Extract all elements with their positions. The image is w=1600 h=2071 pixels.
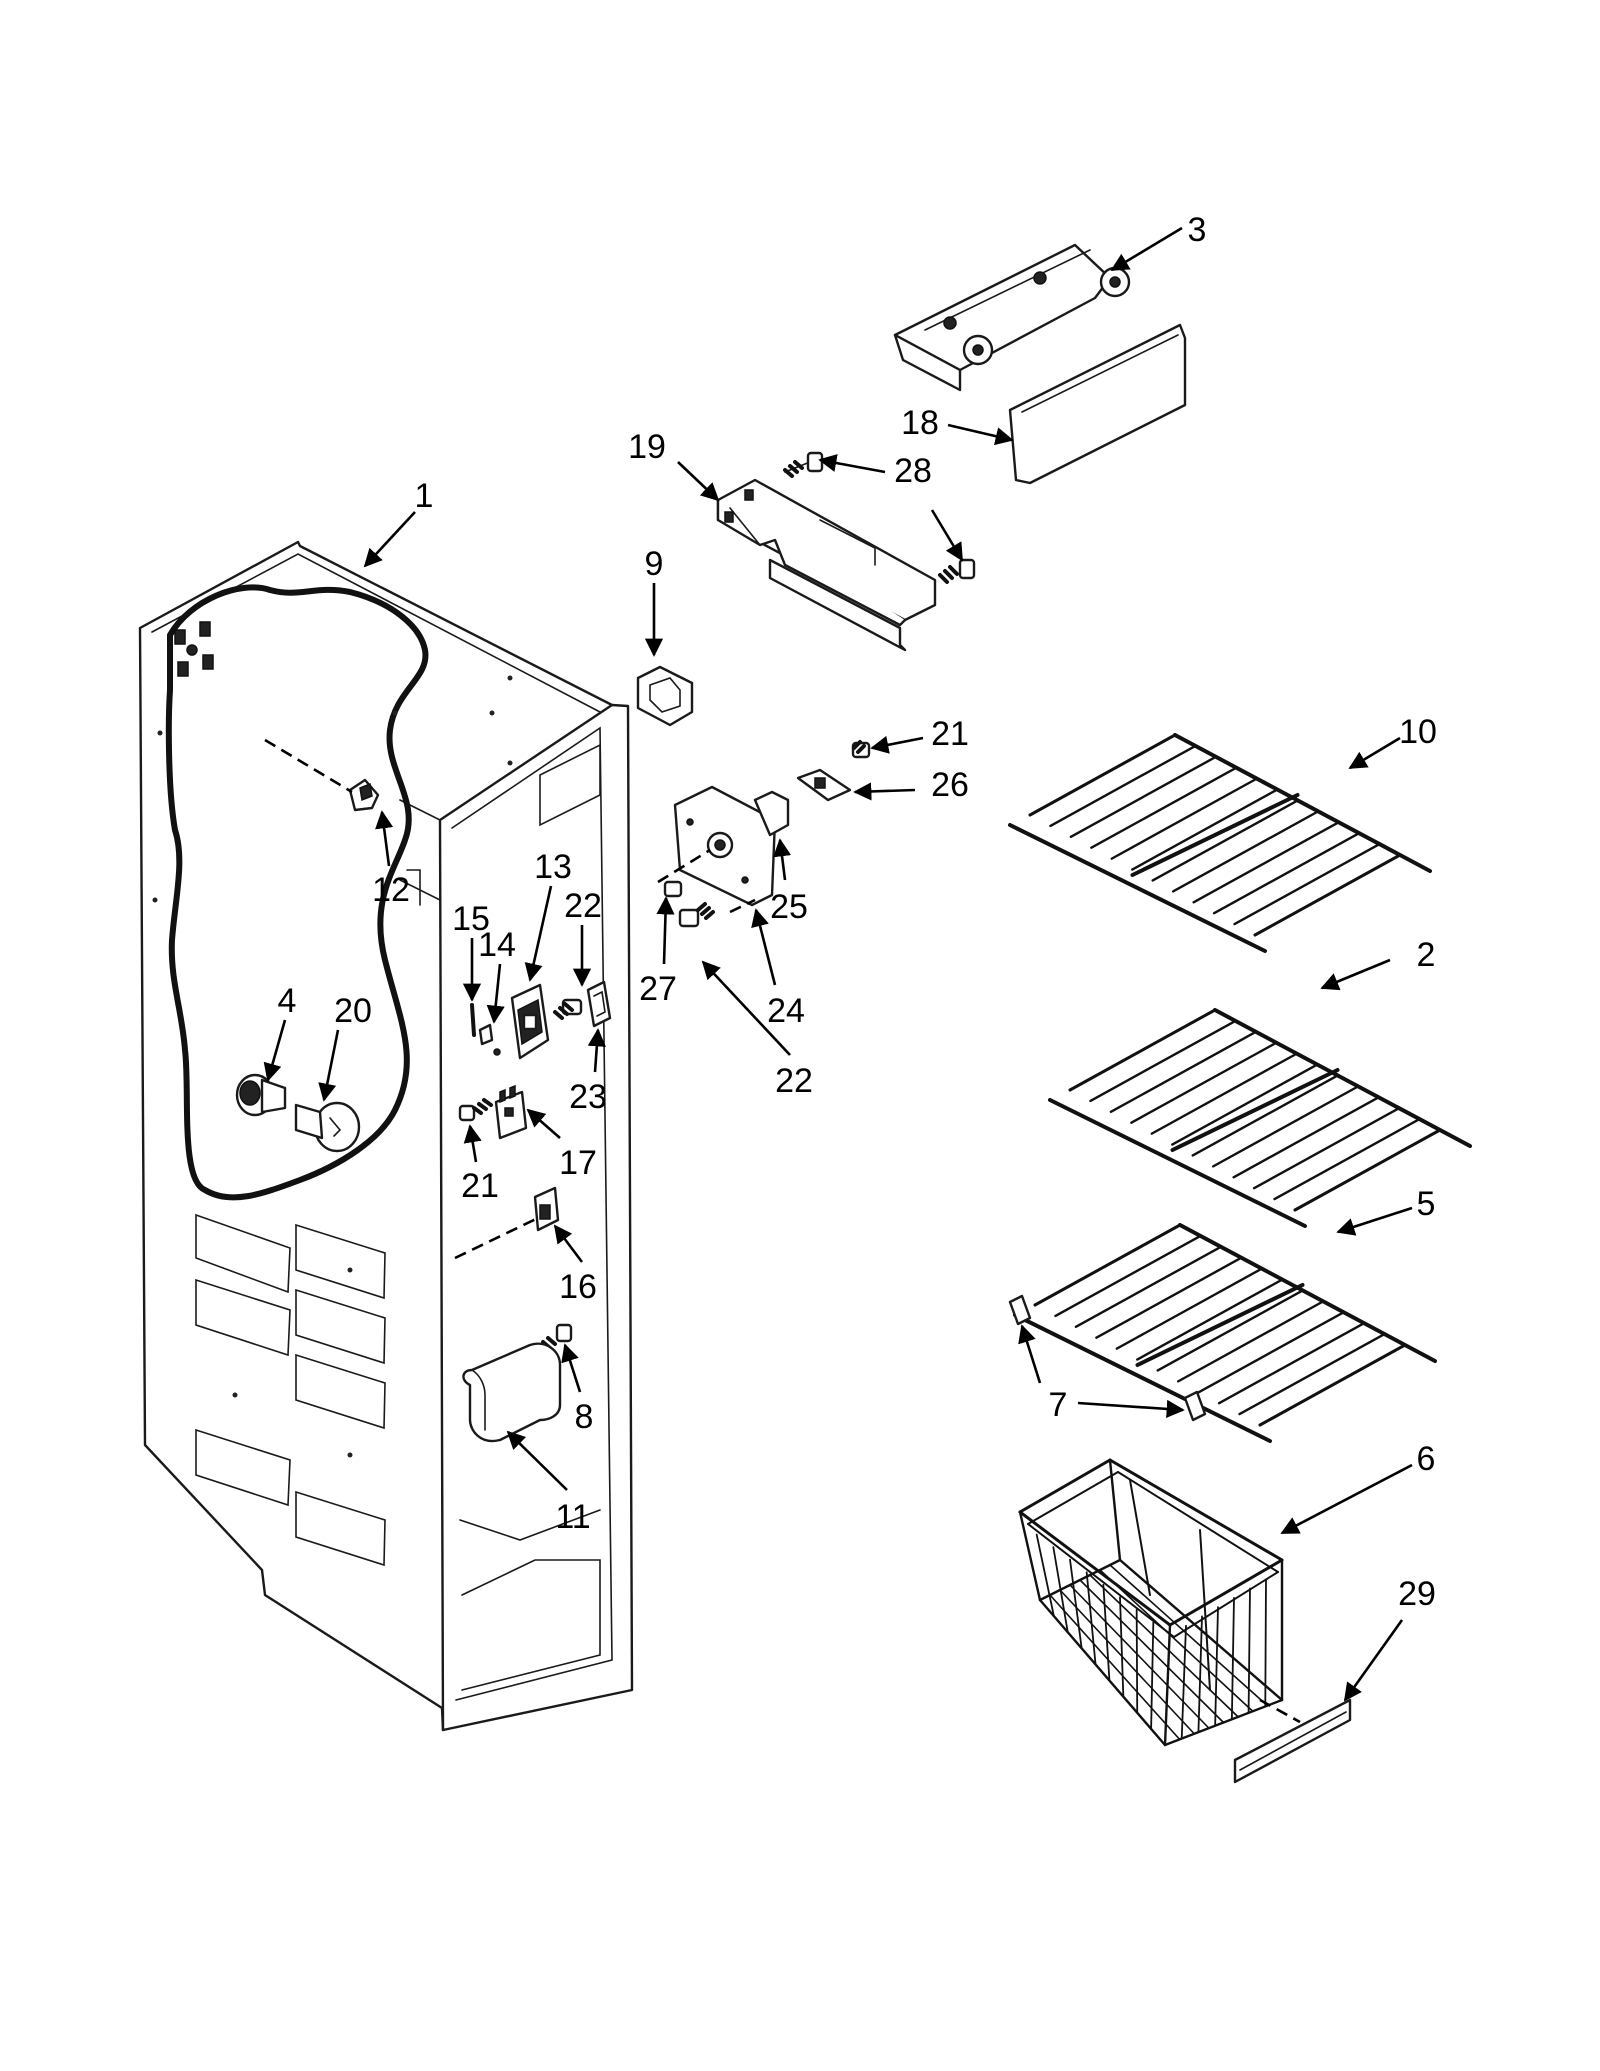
control-plate-25	[673, 785, 790, 907]
clip-12	[348, 778, 380, 812]
upper-bracket	[716, 478, 937, 652]
callout-17: 17	[559, 1144, 597, 1182]
callout-25: 25	[770, 888, 808, 926]
callout-14: 14	[478, 926, 516, 964]
clip-9	[636, 665, 694, 727]
circuit-board-17	[494, 1084, 528, 1140]
shelf-10	[1008, 733, 1432, 953]
callout-15: 15	[452, 900, 490, 938]
callout-2: 2	[1417, 936, 1436, 974]
basket-trim-29	[1233, 1698, 1352, 1784]
clip-23	[586, 980, 612, 1028]
callout-6: 6	[1417, 1440, 1436, 1478]
light-bulb	[294, 1101, 361, 1153]
callout-21-middle: 21	[461, 1167, 499, 1205]
shelf-cap-7-left	[1008, 1294, 1032, 1326]
board-26	[796, 768, 852, 802]
callout-18: 18	[901, 404, 939, 442]
callout-16: 16	[559, 1268, 597, 1306]
callout-23: 23	[569, 1078, 607, 1116]
screw-22-lower	[678, 902, 715, 928]
cover-plate	[1008, 323, 1187, 485]
control-housing	[510, 983, 550, 1060]
callout-7: 7	[1049, 1386, 1068, 1424]
callout-19: 19	[628, 428, 666, 466]
wire-15	[470, 1003, 476, 1037]
callout-1: 1	[415, 477, 434, 515]
callout-27: 27	[639, 970, 677, 1008]
switch-16	[533, 1186, 560, 1232]
leader-lines	[263, 226, 1413, 1724]
callout-12: 12	[372, 871, 410, 909]
callout-3: 3	[1188, 211, 1207, 249]
callout-4: 4	[278, 982, 297, 1020]
callout-21-upper: 21	[931, 715, 969, 753]
callout-labels: 1 2 3 4 5 6 7 8 9 10 11 12 13 14 15 16 1…	[278, 211, 1437, 1613]
callout-22-lower: 22	[775, 1062, 813, 1100]
callout-5: 5	[1417, 1185, 1436, 1223]
callout-24: 24	[767, 992, 805, 1030]
callout-9: 9	[645, 545, 664, 583]
shelf-2	[1048, 1008, 1472, 1228]
callout-20: 20	[334, 992, 372, 1030]
callout-26: 26	[931, 766, 969, 804]
light-cover-11	[462, 1342, 562, 1443]
screw-22-middle	[553, 998, 583, 1020]
shelf-5	[1013, 1223, 1437, 1443]
sensor-14	[478, 1023, 501, 1056]
screw-28-upper	[783, 451, 824, 478]
wire-basket-6	[1018, 1458, 1284, 1747]
screw-21-middle	[458, 1098, 493, 1122]
screw-28-lower	[938, 558, 976, 584]
plug-27	[663, 880, 683, 898]
callout-8: 8	[575, 1398, 594, 1436]
shelf-cap-7-right	[1183, 1390, 1207, 1422]
callout-22-middle: 22	[564, 887, 602, 925]
callout-13: 13	[534, 848, 572, 886]
callout-10: 10	[1399, 713, 1437, 751]
callout-29: 29	[1398, 1575, 1436, 1613]
screw-21-upper	[851, 740, 871, 759]
callout-28: 28	[894, 452, 932, 490]
callout-11: 11	[555, 1498, 590, 1536]
light-socket	[235, 1073, 287, 1117]
hinge-cover	[893, 243, 1131, 392]
